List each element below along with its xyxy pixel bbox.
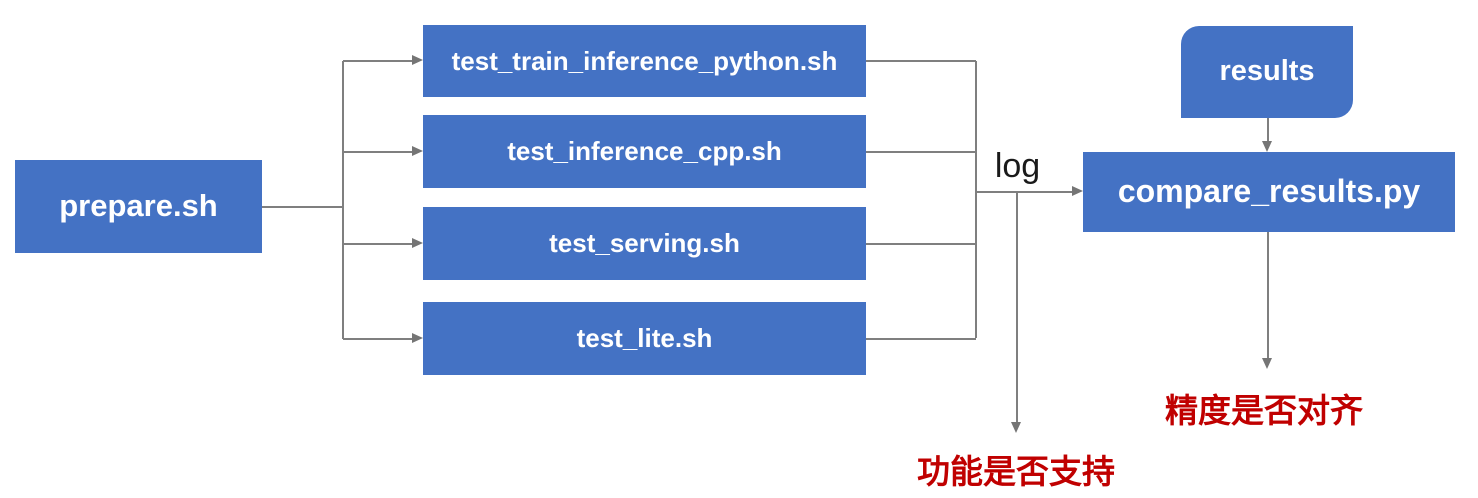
- node-prepare-sh-label: prepare.sh: [59, 188, 218, 224]
- connector-test-2-out: [866, 151, 976, 153]
- arrowhead-icon: [412, 333, 423, 343]
- node-test-serving-label: test_serving.sh: [549, 228, 740, 259]
- connector-compare-to-precision: [1267, 232, 1269, 359]
- connector-right-bus: [975, 61, 977, 338]
- connector-results-to-compare: [1267, 118, 1269, 142]
- node-test-lite: test_lite.sh: [423, 302, 866, 375]
- node-prepare-sh: prepare.sh: [15, 160, 262, 253]
- node-test-serving: test_serving.sh: [423, 207, 866, 280]
- node-compare-results-py: compare_results.py: [1083, 152, 1455, 232]
- arrowhead-icon: [412, 55, 423, 65]
- annotation-precision-aligned: 精度是否对齐: [1165, 392, 1363, 429]
- connector-branch-test-4: [343, 338, 413, 340]
- arrowhead-icon: [1072, 186, 1083, 196]
- node-results: results: [1181, 26, 1353, 118]
- node-test-lite-label: test_lite.sh: [576, 323, 713, 354]
- connector-log-to-function-support: [1016, 192, 1018, 422]
- node-test-train-inference-python-label: test_train_inference_python.sh: [451, 45, 838, 76]
- connector-branch-test-2: [343, 151, 413, 153]
- node-compare-results-py-label: compare_results.py: [1117, 173, 1421, 210]
- node-test-train-inference-python: test_train_inference_python.sh: [423, 25, 866, 97]
- node-test-inference-cpp: test_inference_cpp.sh: [423, 115, 866, 188]
- connector-log-to-compare: [975, 191, 1072, 193]
- arrowhead-icon: [412, 146, 423, 156]
- node-results-label: results: [1219, 55, 1315, 88]
- arrowhead-icon: [412, 238, 423, 248]
- arrowhead-icon: [1011, 422, 1021, 433]
- connector-left-bus: [342, 61, 344, 339]
- connector-test-4-out: [866, 338, 976, 340]
- connector-branch-test-1: [343, 60, 413, 62]
- node-test-inference-cpp-label: test_inference_cpp.sh: [507, 136, 782, 167]
- annotation-function-support: 功能是否支持: [917, 453, 1115, 490]
- connector-test-1-out: [866, 60, 976, 62]
- connector-prepare-out: [262, 206, 343, 208]
- log-label: log: [994, 147, 1041, 185]
- connector-branch-test-3: [343, 243, 413, 245]
- arrowhead-icon: [1262, 358, 1272, 369]
- connector-test-3-out: [866, 243, 976, 245]
- arrowhead-icon: [1262, 141, 1272, 152]
